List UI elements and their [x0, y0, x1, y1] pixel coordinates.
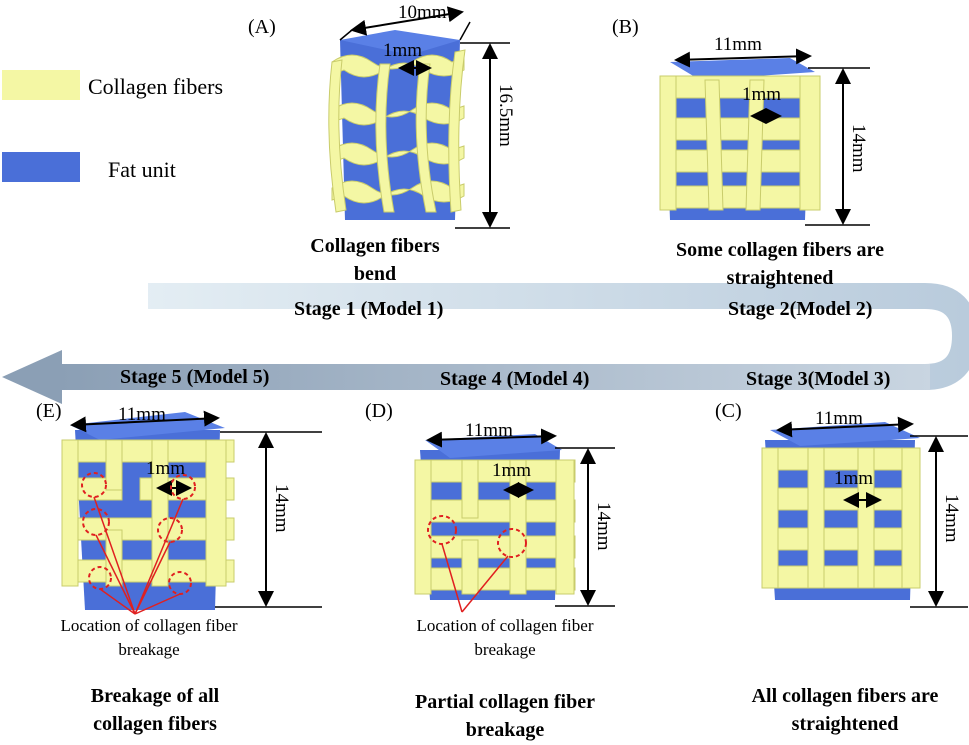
panel-c-caption: All collagen fibers are straightened [700, 682, 969, 738]
panel-d-gap: 1mm [492, 460, 532, 481]
panel-b-letter: (B) [612, 16, 639, 38]
model-1-block [328, 30, 466, 220]
panel-d-caption-line2: breakage [465, 719, 545, 741]
panel-e-location-line1: Location of collagen fiber [60, 616, 238, 635]
panel-e-location-label: Location of collagen fiber breakage [24, 614, 274, 662]
panel-c-gap: 1mm [834, 468, 874, 489]
panel-a-caption: Collagen fibers bend [270, 232, 480, 288]
panel-e-gap: 1mm [146, 458, 186, 479]
legend-collagen-swatch [2, 70, 80, 100]
legend-fat-label: Fat unit [108, 157, 176, 182]
panel-b-gap: 1mm [742, 84, 782, 105]
stage-3-label: Stage 3(Model 3) [746, 368, 891, 390]
panel-b-caption-line2: straightened [726, 267, 834, 289]
panel-a-height: 16.5mm [495, 84, 516, 147]
stage-2-label: Stage 2(Model 2) [728, 298, 873, 320]
legend-collagen-label: Collagen fibers [88, 74, 224, 99]
panel-c-width: 11mm [815, 408, 863, 429]
panel-a-caption-line2: bend [353, 263, 397, 285]
panel-c-letter: (C) [715, 400, 742, 422]
stage-1-label: Stage 1 (Model 1) [294, 298, 444, 320]
stage-5-label: Stage 5 (Model 5) [120, 366, 270, 388]
panel-b-caption: Some collagen fibers are straightened [625, 236, 935, 292]
panel-d-location-label: Location of collagen fiber breakage [385, 614, 625, 662]
panel-e-letter: (E) [36, 400, 62, 422]
panel-e-caption-line1: Breakage of all [90, 685, 220, 707]
legend-fat-swatch [2, 152, 80, 182]
panel-b-caption-line1: Some collagen fibers are [676, 239, 884, 261]
model-4-block [414, 434, 576, 600]
panel-a-width: 10mm [398, 2, 447, 23]
panel-a-caption-line1: Collagen fibers [310, 235, 440, 257]
panel-a-letter: (A) [248, 16, 276, 38]
panel-e-location-line2: breakage [118, 640, 180, 659]
panel-c-caption-line1: All collagen fibers are [751, 685, 939, 707]
panel-e-caption: Breakage of all collagen fibers [40, 682, 270, 738]
panel-e-width: 11mm [118, 404, 166, 425]
panel-b-height: 14mm [848, 124, 869, 173]
panel-d-letter: (D) [365, 400, 393, 422]
panel-c-caption-line2: straightened [791, 713, 899, 735]
panel-b-width: 11mm [714, 34, 762, 55]
panel-d-location-line2: breakage [474, 640, 536, 659]
panel-c-height: 14mm [941, 494, 962, 543]
panel-d-width: 11mm [465, 420, 513, 441]
panel-e-caption-line2: collagen fibers [93, 713, 217, 735]
stage-flow-arrow [2, 283, 969, 404]
panel-d-caption-line1: Partial collagen fiber [415, 691, 595, 713]
panel-a-gap: 1mm [383, 40, 423, 61]
panel-e-height: 14mm [271, 484, 292, 533]
model-3-block [761, 422, 921, 600]
model-2-block [659, 58, 821, 220]
stage-4-label: Stage 4 (Model 4) [440, 368, 590, 390]
panel-d-caption: Partial collagen fiber breakage [380, 688, 630, 744]
panel-d-height: 14mm [593, 502, 614, 551]
panel-d-location-line1: Location of collagen fiber [416, 616, 594, 635]
